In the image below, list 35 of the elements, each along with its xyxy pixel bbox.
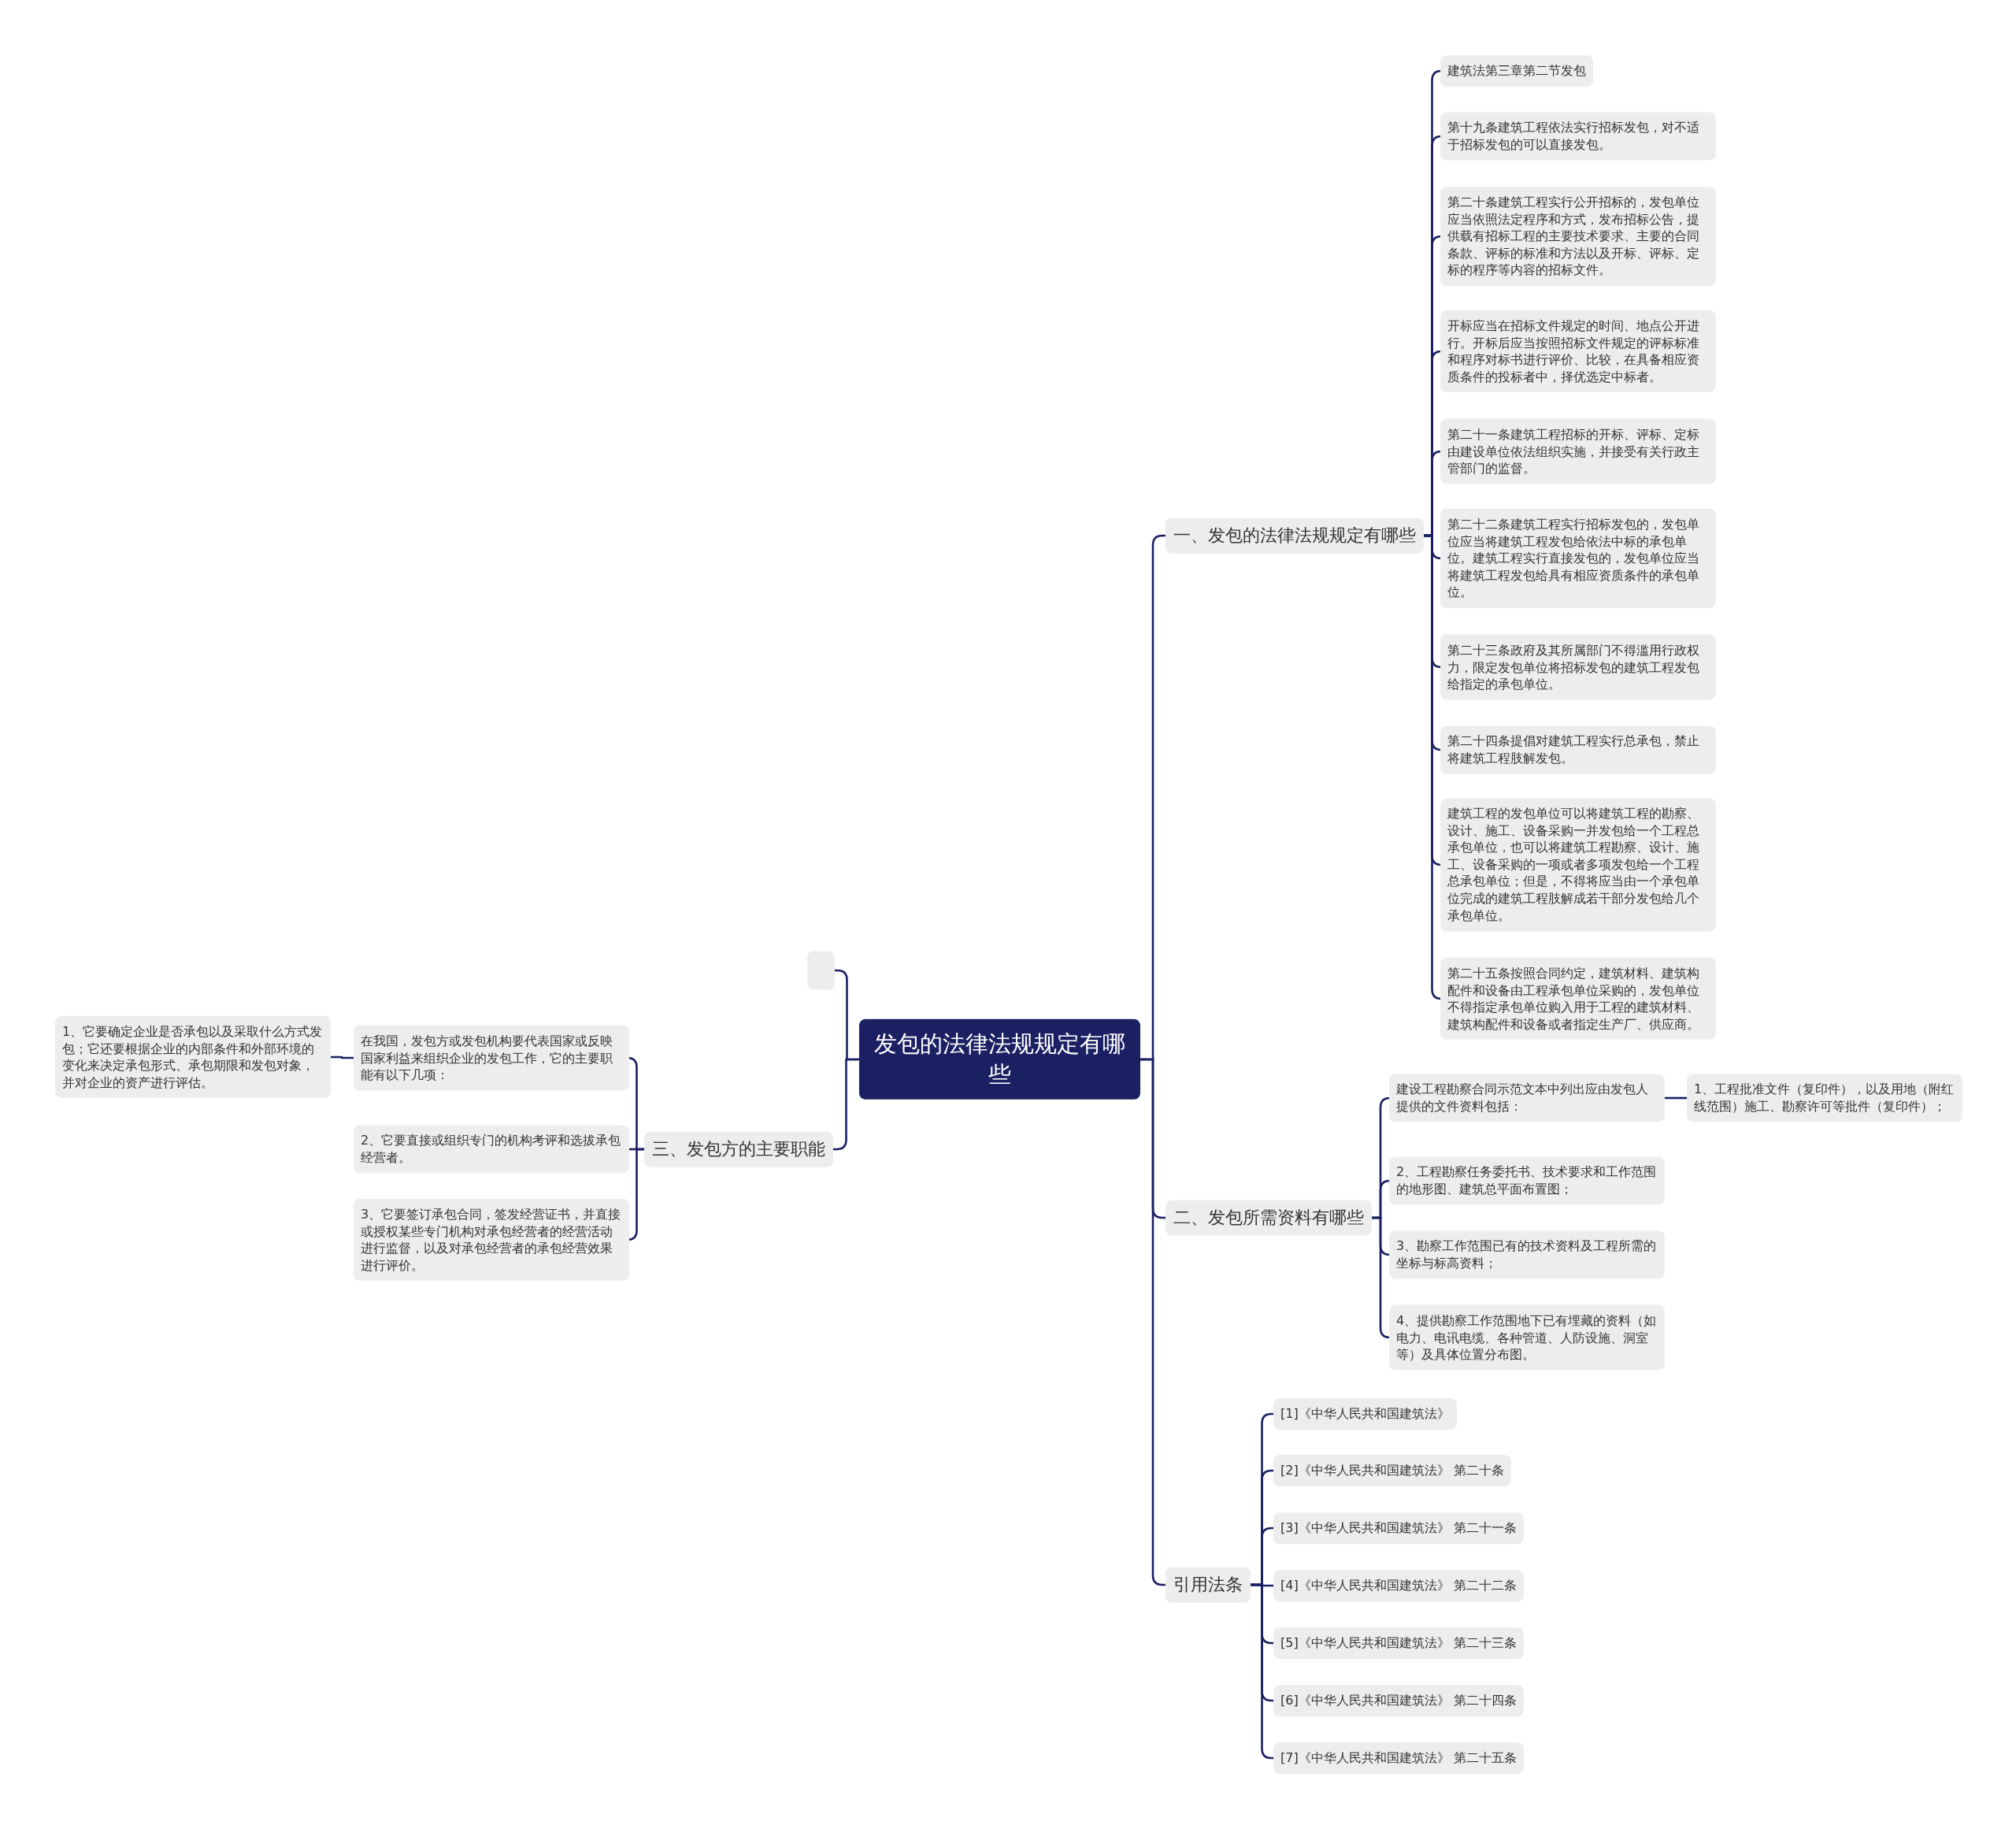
empty-topic-box bbox=[807, 951, 835, 990]
subtopic-card: 3、勘察工作范围已有的技术资料及工程所需的坐标与标高资料； bbox=[1389, 1230, 1665, 1279]
subtopic-card: 建筑法第三章第二节发包 bbox=[1440, 55, 1593, 87]
subtopic-card: 在我国，发包方或发包机构要代表国家或反映国家利益来组织企业的发包工作，它的主要职能有以下几项： bbox=[354, 1025, 629, 1091]
subtopic-card: 第二十五条按照合同约定，建筑材料、建筑构配件和设备由工程承包单位采购的，发包单位不得指定承包单位购入用于工程的建筑材料、建筑构配件和设备或者指定生产厂、供应商。 bbox=[1440, 957, 1716, 1041]
subtopic-card: 建设工程勘察合同示范文本中列出应由发包人提供的文件资料包括： bbox=[1389, 1074, 1665, 1122]
subtopic-card: [4]《中华人民共和国建筑法》 第二十二条 bbox=[1273, 1570, 1524, 1601]
subtopic-card: [5]《中华人民共和国建筑法》 第二十三条 bbox=[1273, 1627, 1524, 1659]
subtopic-card: 4、提供勘察工作范围地下已有埋藏的资料（如电力、电讯电缆、各种管道、人防设施、洞室等）及具体位置分布图。 bbox=[1389, 1304, 1665, 1371]
subtopic-card: 建筑工程的发包单位可以将建筑工程的勘察、设计、施工、设备采购一并发包给一个工程总承包单位，也可以将建筑工程勘察、设计、施工、设备采购的一项或者多项发包给一个工程总承包单位；但是，不得将应当由一个承包单位完成的建筑工程肢解成若干部分发包给几个承包单位。 bbox=[1440, 798, 1716, 932]
branch-topic-box: 三、发包方的主要职能 bbox=[644, 1131, 833, 1167]
branch-topic-box: 引用法条 bbox=[1166, 1567, 1251, 1603]
subtopic-card: [1]《中华人民共和国建筑法》 bbox=[1273, 1398, 1457, 1430]
subtopic-card: 1、工程批准文件（复印件），以及用地（附红线范围）施工、勘察许可等批件（复印件）； bbox=[1687, 1074, 1962, 1122]
subtopic-card: 开标应当在招标文件规定的时间、地点公开进行。开标后应当按照招标文件规定的评标标准和程序对标书进行评价、比较，在具备相应资质条件的投标者中，择优选定中标者。 bbox=[1440, 310, 1716, 393]
branch-topic-box: 一、发包的法律法规规定有哪些 bbox=[1166, 518, 1424, 554]
subtopic-card: 第二十条建筑工程实行公开招标的，发包单位应当依照法定程序和方式，发布招标公告，提供载有招标工程的主要技术要求、主要的合同条款、评标的标准和方法以及开标、评标、定标的程序等内容的招标文件。 bbox=[1440, 187, 1716, 286]
subtopic-card: 第二十二条建筑工程实行招标发包的，发包单位应当将建筑工程发包给依法中标的承包单位。建筑工程实行直接发包的，发包单位应当将建筑工程发包给具有相应资质条件的承包单位。 bbox=[1440, 509, 1716, 608]
subtopic-card: 第二十三条政府及其所属部门不得滥用行政权力，限定发包单位将招标发包的建筑工程发包给指定的承包单位。 bbox=[1440, 634, 1716, 700]
connector-line bbox=[331, 1055, 354, 1059]
subtopic-card: 1、它要确定企业是否承包以及采取什么方式发包；它还要根据企业的内部条件和外部环境的变化来决定承包形式、承包期限和发包对象，并对企业的资产进行评估。 bbox=[55, 1015, 331, 1099]
subtopic-card: 3、它要签订承包合同，签发经营证书，并直接或授权某些专门机构对承包经营者的经营活动进行监督，以及对承包经营者的承包经营效果进行评价。 bbox=[354, 1198, 629, 1282]
subtopic-card: 第十九条建筑工程依法实行招标发包，对不适于招标发包的可以直接发包。 bbox=[1440, 112, 1716, 161]
branch-topic-box: 二、发包所需资料有哪些 bbox=[1166, 1200, 1372, 1236]
subtopic-card: [7]《中华人民共和国建筑法》 第二十五条 bbox=[1273, 1742, 1524, 1774]
connector-line bbox=[1665, 1096, 1687, 1100]
subtopic-card: 2、它要直接或组织专门的机构考评和选拔承包经营者。 bbox=[354, 1125, 629, 1174]
connector-line bbox=[1251, 1583, 1273, 1760]
subtopic-card: [3]《中华人民共和国建筑法》 第二十一条 bbox=[1273, 1512, 1524, 1544]
central-topic-box: 发包的法律法规规定有哪些 bbox=[859, 1018, 1140, 1100]
subtopic-card: [2]《中华人民共和国建筑法》 第二十条 bbox=[1273, 1455, 1511, 1486]
subtopic-card: [6]《中华人民共和国建筑法》 第二十四条 bbox=[1273, 1685, 1524, 1716]
subtopic-card: 2、工程勘察任务委托书、技术要求和工作范围的地形图、建筑总平面布置图； bbox=[1389, 1156, 1665, 1205]
subtopic-card: 第二十四条提倡对建筑工程实行总承包，禁止将建筑工程肢解发包。 bbox=[1440, 725, 1716, 774]
subtopic-card: 第二十一条建筑工程招标的开标、评标、定标由建设单位依法组织实施，并接受有关行政主管部门的监督。 bbox=[1440, 418, 1716, 484]
